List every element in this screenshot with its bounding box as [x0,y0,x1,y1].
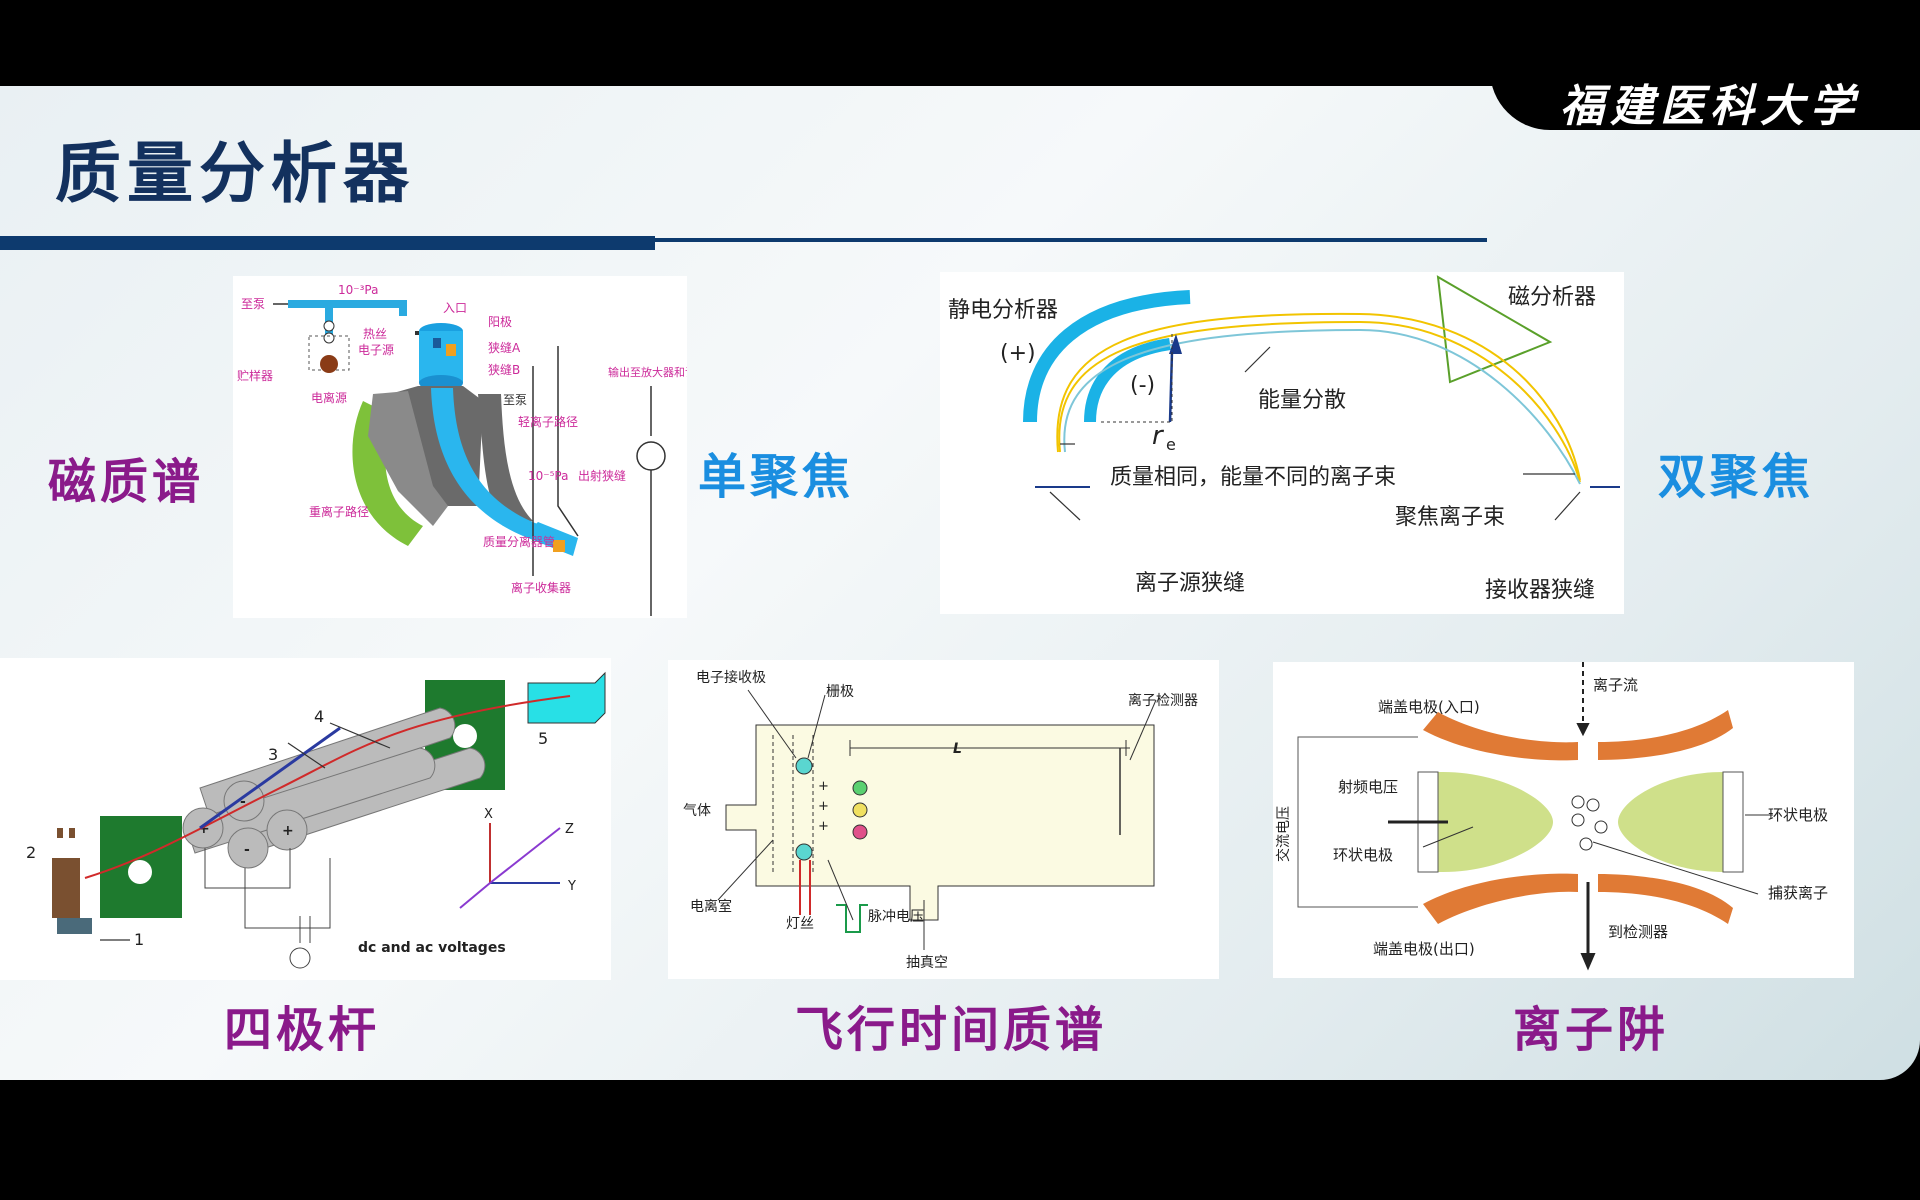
svg-text:L: L [953,741,962,757]
svg-text:Y: Y [567,879,576,894]
svg-text:(+): (+) [1000,341,1036,366]
svg-text:入口: 入口 [443,301,467,315]
label-quadrupole: 四极杆 [224,1002,381,1058]
svg-text:1: 1 [134,930,144,949]
svg-text:轻离子路径: 轻离子路径 [518,414,578,429]
svg-text:阳极: 阳极 [488,315,512,329]
label-magnetic: 磁质谱 [48,454,205,510]
quadrupole-diagram: + - - + 1 2 3 4 5 X Y Z dc and ac voltages [0,658,611,980]
svg-text:10⁻³Pa: 10⁻³Pa [338,283,378,297]
svg-text:脉冲电压: 脉冲电压 [868,909,924,925]
svg-text:至泵: 至泵 [503,393,527,407]
svg-text:5: 5 [538,729,548,748]
svg-text:静电分析器: 静电分析器 [948,298,1058,323]
svg-text:-: - [244,842,250,858]
title-rule-thick [0,236,655,250]
svg-text:磁分析器: 磁分析器 [1508,285,1596,310]
svg-text:2: 2 [26,843,36,862]
magnetic-diagram: 10⁻³Pa 至泵 入口 阳极 热丝 电子源 狭缝A 狭缝B 贮样器 电离源 至… [233,276,718,618]
svg-text:交流电压: 交流电压 [1275,806,1292,862]
svg-text:至泵: 至泵 [241,297,265,311]
svg-text:重离子路径: 重离子路径 [309,504,369,519]
title-rule-thin [655,238,1487,242]
svg-text:热丝: 热丝 [363,327,387,341]
svg-text:电离室: 电离室 [690,898,732,915]
svg-text:离子源狭缝: 离子源狭缝 [1135,571,1245,596]
svg-text:抽真空: 抽真空 [906,955,948,971]
svg-text:电子源: 电子源 [358,343,394,357]
svg-text:端盖电极(入口): 端盖电极(入口) [1378,698,1480,716]
svg-text:狭缝B: 狭缝B [488,362,520,377]
svg-text:栅极: 栅极 [826,684,854,700]
svg-text:质量分离器管: 质量分离器管 [483,534,555,549]
ion-trap-diagram: 离子流 端盖电极(入口) 射频电压 环状电极 环状电极 捕获离子 到检测器 端盖… [1273,662,1854,978]
slide-title: 质量分析器 [55,134,415,212]
svg-text:(-): (-) [1130,373,1155,398]
svg-text:灯丝: 灯丝 [786,916,814,932]
university-name: 福建医科大学 [1560,81,1860,132]
svg-text:离子流: 离子流 [1593,676,1638,694]
svg-text:+: + [818,779,829,794]
label-double-focus: 双聚焦 [1658,449,1815,505]
label-ion-trap: 离子阱 [1513,1002,1670,1058]
svg-text:聚焦离子束: 聚焦离子束 [1395,505,1505,530]
svg-text:离子收集器: 离子收集器 [511,580,571,595]
svg-text:捕获离子: 捕获离子 [1768,884,1828,902]
double-focus-diagram: 静电分析器 磁分析器 (+) (-) r e 能量分散 质量相同，能量不同的离子… [940,272,1624,614]
svg-text:r: r [1152,421,1165,451]
svg-text:狭缝A: 狭缝A [488,340,521,355]
label-tof: 飞行时间质谱 [795,1002,1108,1058]
svg-text:+: + [818,799,829,814]
svg-text:电子接收极: 电子接收极 [696,669,766,686]
svg-text:dc and ac voltages: dc and ac voltages [358,940,506,956]
svg-text:+: + [818,819,829,834]
svg-text:3: 3 [268,745,278,764]
svg-text:环状电极: 环状电极 [1333,846,1393,864]
svg-text:射频电压: 射频电压 [1338,778,1398,796]
svg-text:环状电极: 环状电极 [1768,806,1828,824]
svg-text:到检测器: 到检测器 [1608,923,1668,941]
svg-text:10⁻⁵Pa: 10⁻⁵Pa [528,469,568,483]
svg-text:X: X [484,807,493,822]
svg-text:4: 4 [314,707,324,726]
svg-text:能量分散: 能量分散 [1258,388,1346,413]
header-tab [1490,60,1920,130]
tof-diagram: + + + 电子接收极 栅极 离子检测器 气体 电离室 灯丝 脉冲电压 L 抽真空 [668,660,1219,979]
svg-text:+: + [282,823,294,839]
svg-text:e: e [1166,435,1176,454]
svg-text:+: + [198,821,210,837]
svg-text:Z: Z [565,822,574,837]
svg-text:接收器狭缝: 接收器狭缝 [1485,578,1595,603]
svg-text:贮样器: 贮样器 [237,368,273,383]
svg-text:电离源: 电离源 [311,390,347,405]
svg-text:质量相同，能量不同的离子束: 质量相同，能量不同的离子束 [1110,465,1396,490]
svg-text:输出至放大器和记录仪: 输出至放大器和记录仪 [608,365,687,379]
svg-text:气体: 气体 [683,803,711,819]
svg-text:离子检测器: 离子检测器 [1128,692,1198,709]
svg-text:出射狭缝: 出射狭缝 [578,468,626,483]
label-single-focus: 单聚焦 [698,449,855,505]
svg-text:端盖电极(出口): 端盖电极(出口) [1373,940,1475,958]
svg-text:-: - [240,794,246,810]
